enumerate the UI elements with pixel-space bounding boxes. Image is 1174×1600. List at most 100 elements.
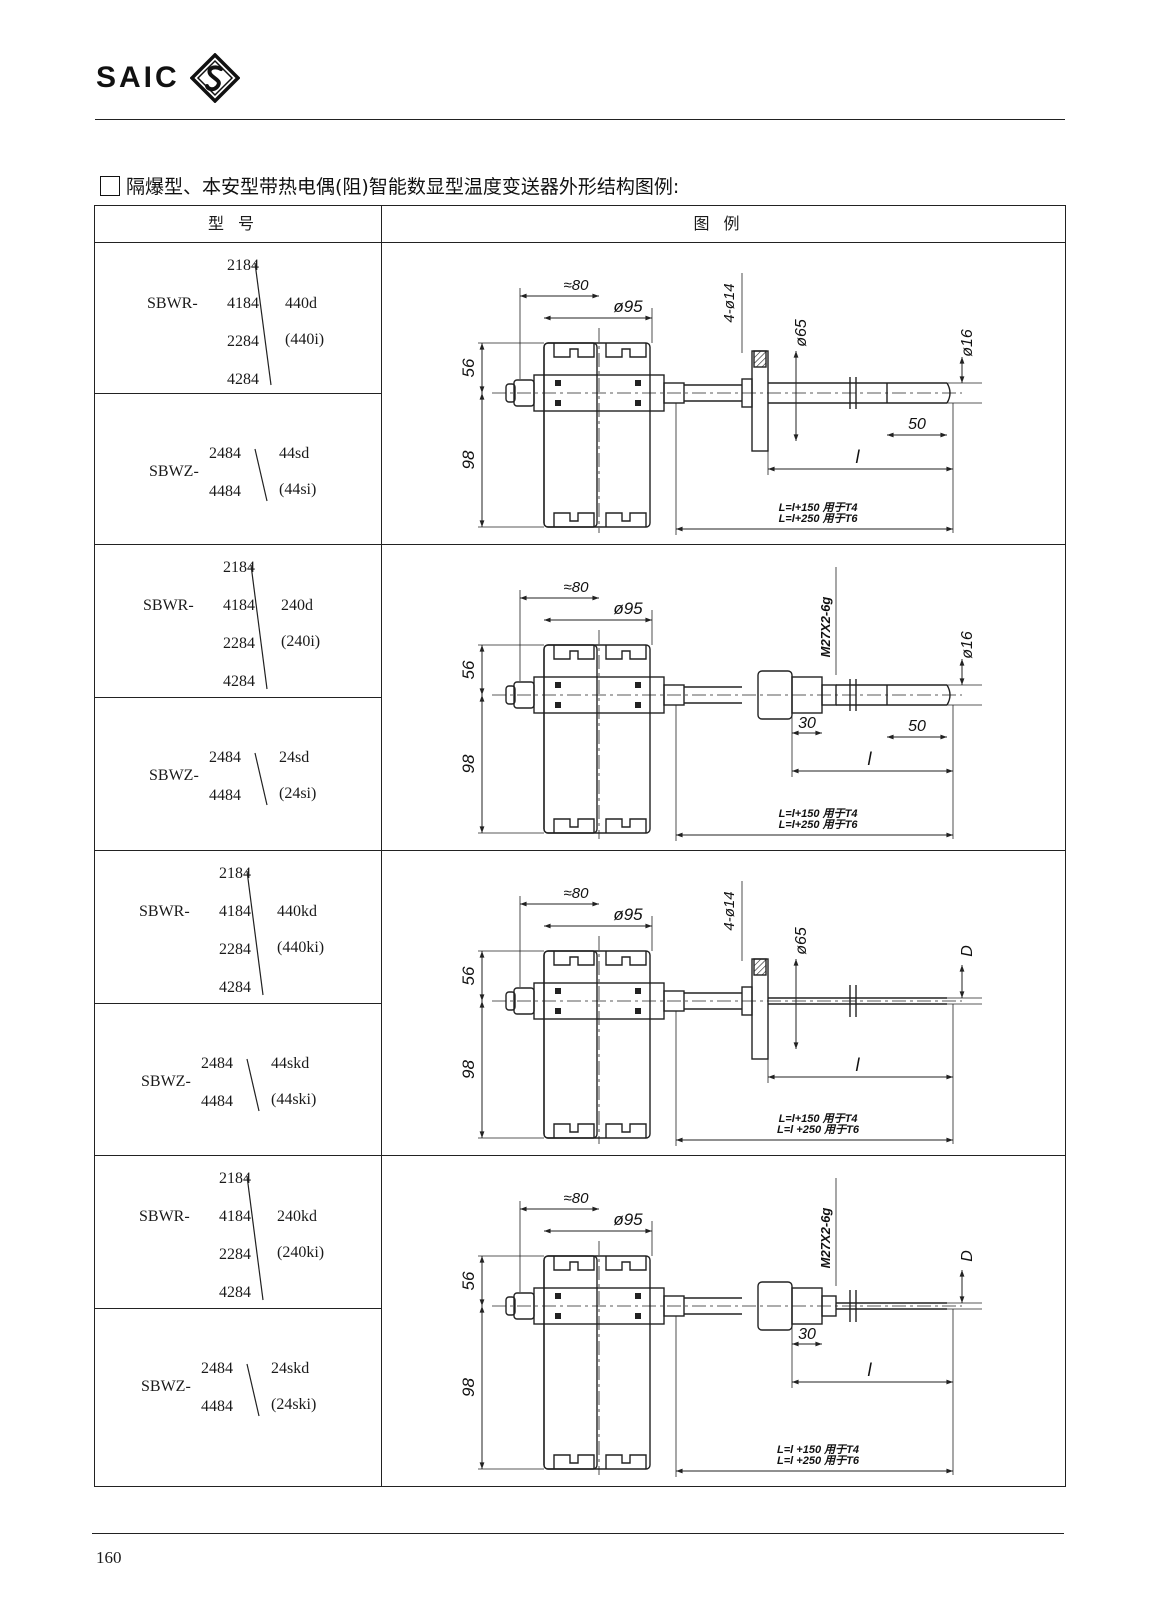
dimension-label: ≈80 xyxy=(564,1190,590,1207)
column-divider xyxy=(381,206,382,1486)
model-code: 4484 xyxy=(201,1398,233,1415)
dimension-label: 30 xyxy=(798,1326,816,1343)
dimension-label: ≈80 xyxy=(564,277,590,294)
model-suffix: 440kd xyxy=(277,903,317,920)
model-code: 4484 xyxy=(209,483,241,500)
dimension-label: ø65 xyxy=(793,927,810,955)
model-suffix-alt: (24si) xyxy=(279,785,317,802)
dimension-label: ø16 xyxy=(959,329,976,357)
model-suffix: 44sd xyxy=(279,445,310,462)
dimension-label: 56 xyxy=(459,660,478,679)
model-code: 2184 xyxy=(219,1170,251,1187)
model-divider xyxy=(95,1308,381,1309)
model-suffix: 240kd xyxy=(277,1208,317,1225)
dimension-label: L=l +250 用于T6 xyxy=(777,1455,860,1467)
dimension-label: L=l+250 用于T6 xyxy=(779,819,859,831)
dimension-label: L=l+150 用于T4 xyxy=(779,502,858,514)
dimension-label: 56 xyxy=(459,1271,478,1290)
dimension-label: 4-ø14 xyxy=(721,891,738,930)
bracket-slash xyxy=(246,1363,260,1417)
dimension-label: ø95 xyxy=(613,905,643,924)
model-suffix-alt: (44ski) xyxy=(271,1091,317,1108)
model-code: 4284 xyxy=(219,979,251,996)
model-code: 2284 xyxy=(219,941,251,958)
model-code: 4184 xyxy=(219,1208,251,1225)
dimension-label: 98 xyxy=(459,754,478,773)
model-code: 2284 xyxy=(227,333,259,350)
bracket-slash xyxy=(250,564,268,690)
model-suffix: 44skd xyxy=(271,1055,310,1072)
dimension-label: ø65 xyxy=(793,319,810,347)
dimension-label: D xyxy=(959,945,976,957)
dimension-label: l xyxy=(856,447,861,467)
dimension-label: L=l+250 用于T6 xyxy=(779,513,859,525)
page-number: 160 xyxy=(96,1548,122,1567)
dimension-label: ø95 xyxy=(613,599,643,618)
bracket-slash xyxy=(254,262,272,386)
bracket-slash xyxy=(254,752,268,806)
header-divider xyxy=(95,242,1065,243)
column-header-model: 型号 xyxy=(207,214,268,233)
dimension-label: l xyxy=(856,1055,861,1075)
model-suffix: 24skd xyxy=(271,1360,310,1377)
dimension-label: ø95 xyxy=(613,297,643,316)
dimension-label: 50 xyxy=(908,718,926,735)
dimension-label: L=l+150 用于T4 xyxy=(779,1113,858,1125)
model-code: 4184 xyxy=(219,903,251,920)
model-code: 2284 xyxy=(219,1246,251,1263)
model-suffix: 24sd xyxy=(279,749,310,766)
logo: SAIC xyxy=(96,52,240,104)
model-suffix-alt: (240i) xyxy=(281,633,321,650)
model-suffix: 240d xyxy=(281,597,313,614)
model-code: 2484 xyxy=(201,1055,233,1072)
section-divider xyxy=(95,850,1065,851)
empty-checkbox-icon xyxy=(100,175,120,196)
bracket-slash xyxy=(254,448,268,502)
model-code: 4284 xyxy=(219,1284,251,1301)
dimension-label: l xyxy=(868,749,873,769)
model-prefix: SBWZ- xyxy=(141,1378,191,1395)
model-prefix: SBWZ- xyxy=(141,1073,191,1090)
model-prefix: SBWR- xyxy=(139,1208,190,1225)
model-code: 4184 xyxy=(227,295,259,312)
header-rule xyxy=(95,119,1065,120)
footer-rule xyxy=(92,1533,1064,1534)
dimension-label: L=l+150 用于T4 xyxy=(779,808,858,820)
column-header-figure: 图例 xyxy=(693,214,754,233)
dimension-label: 50 xyxy=(908,416,926,433)
model-prefix: SBWZ- xyxy=(149,767,199,784)
model-suffix-alt: (24ski) xyxy=(271,1396,317,1413)
dimension-label: 56 xyxy=(459,966,478,985)
section-title-text: 隔爆型、本安型带热电偶(阻)智能数显型温度变送器外形结构图例: xyxy=(126,176,680,198)
model-code: 2284 xyxy=(223,635,255,652)
dimension-label: 98 xyxy=(459,1060,478,1079)
model-code: 2184 xyxy=(219,865,251,882)
model-code: 4484 xyxy=(201,1093,233,1110)
bracket-slash xyxy=(246,870,264,996)
dimension-label: 56 xyxy=(459,358,478,377)
model-suffix-alt: (44si) xyxy=(279,481,317,498)
model-code: 2484 xyxy=(209,749,241,766)
model-suffix: 440d xyxy=(285,295,317,312)
model-code: 2484 xyxy=(201,1360,233,1377)
bracket-slash xyxy=(246,1058,260,1112)
brand-name: SAIC xyxy=(96,61,180,94)
section-divider xyxy=(95,544,1065,545)
section-divider xyxy=(95,1155,1065,1156)
dimension-label: D xyxy=(959,1250,976,1262)
dimension-label: L=l +150 用于T4 xyxy=(777,1444,859,1456)
model-code: 4284 xyxy=(227,371,259,388)
